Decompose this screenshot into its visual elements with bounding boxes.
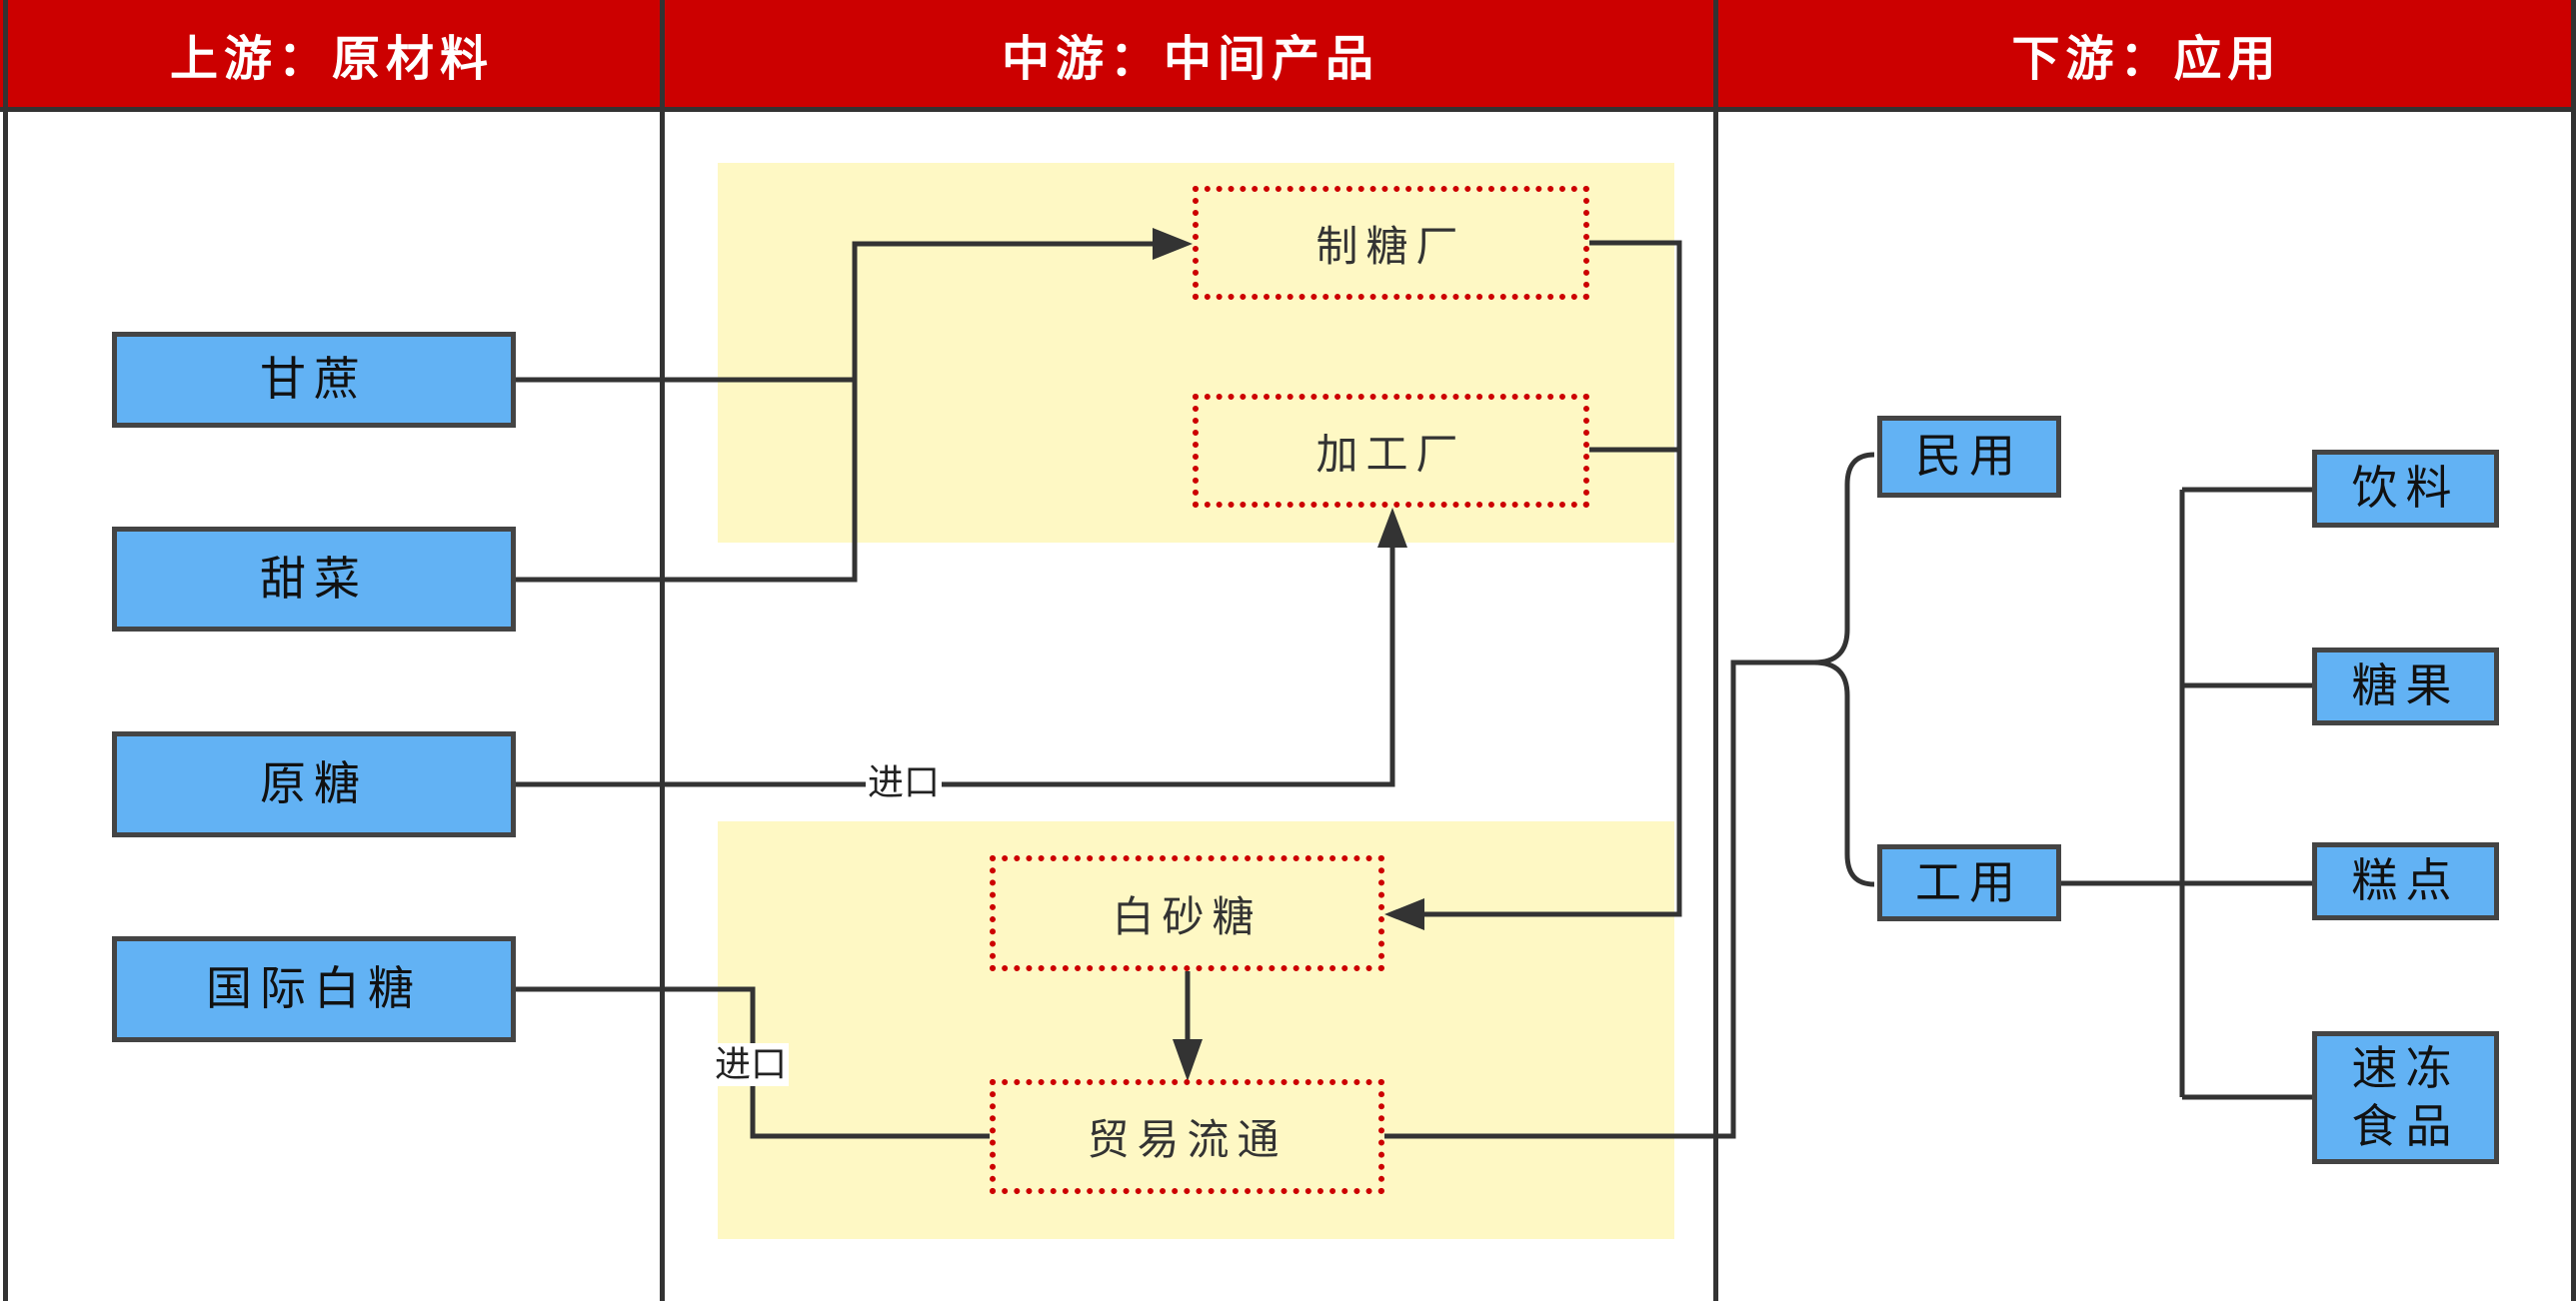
node-candy-label: 糖果 bbox=[2351, 658, 2460, 713]
divider-upstream-midstream bbox=[660, 0, 665, 1301]
node-raw-sugar-label: 原糖 bbox=[260, 756, 368, 811]
header-downstream-title: 下游：应用 bbox=[2011, 30, 2282, 87]
node-raw-sugar[interactable]: 原糖 bbox=[112, 731, 516, 837]
node-processing-plant[interactable]: 加工厂 bbox=[1193, 394, 1589, 508]
node-beverage-label: 饮料 bbox=[2351, 461, 2460, 516]
node-frozen-food[interactable]: 速冻食品 bbox=[2312, 1031, 2499, 1164]
node-sugar-mill[interactable]: 制糖厂 bbox=[1193, 186, 1589, 300]
header-midstream-title: 中游：中间产品 bbox=[1001, 30, 1379, 87]
node-civil-label: 民用 bbox=[1915, 429, 2023, 484]
node-civil[interactable]: 民用 bbox=[1877, 416, 2061, 498]
node-sugarbeet-label: 甜菜 bbox=[260, 551, 368, 606]
right-border bbox=[2571, 0, 2576, 1301]
node-beverage[interactable]: 饮料 bbox=[2312, 450, 2499, 528]
node-processing-plant-label: 加工厂 bbox=[1315, 429, 1466, 479]
arrowhead-white-sugar bbox=[1384, 898, 1424, 930]
node-pastry-label: 糕点 bbox=[2351, 853, 2460, 908]
edge-industrial-to-uses bbox=[2061, 487, 2312, 1100]
node-white-sugar[interactable]: 白砂糖 bbox=[990, 855, 1384, 971]
arrowhead-processing-plant bbox=[1377, 508, 1407, 548]
arrowhead-sugar-mill bbox=[1153, 228, 1193, 260]
node-sugar-mill-label: 制糖厂 bbox=[1315, 221, 1466, 271]
brace-civil-industrial bbox=[1813, 452, 1875, 887]
edge-label-intl-sugar-import: 进口 bbox=[713, 1043, 790, 1087]
edge-sugarbeet-to-bus bbox=[516, 241, 1160, 583]
node-candy[interactable]: 糖果 bbox=[2312, 648, 2499, 725]
edge-raw-sugar-to-processing bbox=[516, 548, 1395, 787]
edge-label-raw-sugar-import: 进口 bbox=[866, 761, 943, 805]
node-intl-white-sugar-label: 国际白糖 bbox=[206, 961, 422, 1016]
header-midstream: 中游：中间产品 bbox=[664, 0, 1717, 112]
node-trade-label: 贸易流通 bbox=[1087, 1115, 1288, 1164]
header-upstream-title: 上游：原材料 bbox=[169, 30, 494, 87]
node-intl-white-sugar[interactable]: 国际白糖 bbox=[112, 936, 516, 1042]
node-industrial-label: 工用 bbox=[1915, 854, 2023, 909]
node-white-sugar-label: 白砂糖 bbox=[1112, 891, 1263, 941]
node-sugarbeet[interactable]: 甜菜 bbox=[112, 527, 516, 632]
node-industrial[interactable]: 工用 bbox=[1877, 844, 2061, 921]
left-border bbox=[3, 0, 8, 1301]
edge-trade-to-downstream bbox=[1384, 659, 1814, 1139]
midstream-distribution-zone bbox=[718, 821, 1674, 1239]
node-sugarcane[interactable]: 甘蔗 bbox=[112, 332, 516, 428]
node-trade[interactable]: 贸易流通 bbox=[990, 1079, 1384, 1194]
node-sugarcane-label: 甘蔗 bbox=[260, 352, 368, 407]
header-downstream: 下游：应用 bbox=[1717, 0, 2576, 112]
arrowhead-trade bbox=[1173, 1039, 1203, 1081]
node-frozen-food-label: 速冻食品 bbox=[2351, 1041, 2460, 1153]
divider-midstream-downstream bbox=[1713, 0, 1718, 1301]
header-upstream: 上游：原材料 bbox=[0, 0, 664, 112]
edge-sugar-mill-to-bus bbox=[1424, 240, 1682, 917]
node-pastry[interactable]: 糕点 bbox=[2312, 842, 2499, 920]
